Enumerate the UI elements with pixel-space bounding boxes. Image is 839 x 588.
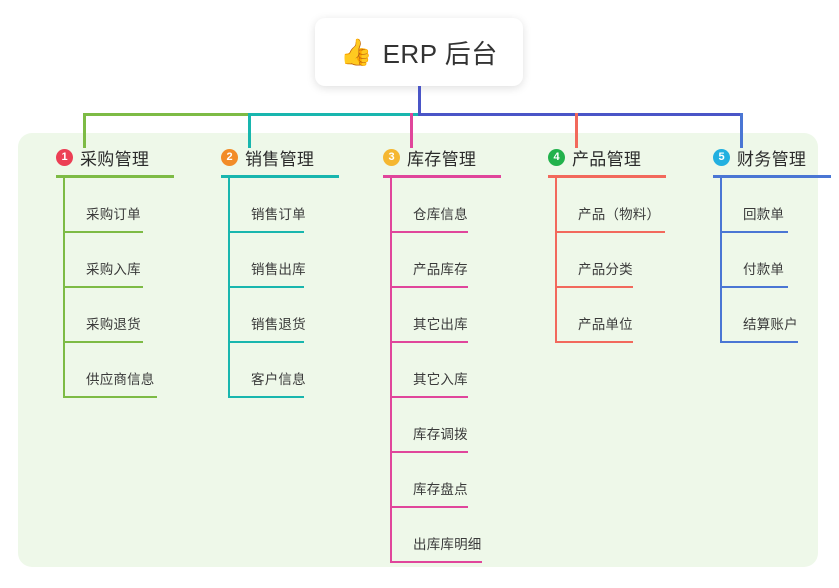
leaf-item-label: 供应商信息: [86, 372, 155, 387]
branch-badge-5: 5: [713, 148, 730, 166]
branch-spine-2: [228, 178, 230, 398]
branch-title-label: 库存管理: [407, 149, 477, 169]
leaf-underline: [720, 231, 788, 233]
branch-title-label: 财务管理: [737, 149, 807, 169]
leaf-underline: [63, 396, 157, 398]
branch-title-label: 销售管理: [245, 149, 315, 169]
leaf-underline: [555, 286, 633, 288]
leaf-underline: [390, 506, 468, 508]
branch-underline-3: [383, 175, 501, 178]
leaf-underline: [63, 286, 143, 288]
leaf-underline: [228, 341, 304, 343]
root-node[interactable]: 👍 ERP 后台: [315, 18, 523, 86]
leaf-item-label: 采购退货: [86, 317, 141, 332]
root-stem-connector: [418, 86, 421, 116]
leaf-item-label: 销售退货: [251, 317, 306, 332]
branch-header-5[interactable]: 5 财务管理: [693, 144, 806, 170]
branch-spine-3: [390, 178, 392, 563]
branch-spine-4: [555, 178, 557, 343]
branch-header-1[interactable]: 1 采购管理: [36, 144, 149, 170]
leaf-underline: [390, 341, 468, 343]
leaf-underline: [390, 231, 468, 233]
leaf-underline: [720, 286, 788, 288]
branch-column-5: 5 财务管理回款单付款单结算账户: [693, 144, 831, 343]
leaf-underline: [390, 451, 468, 453]
root-node-label: ERP 后台: [382, 38, 498, 69]
branch-column-4: 4 产品管理产品（物料） 产品分类产品单位: [528, 144, 666, 343]
leaf-item-label: 销售订单: [251, 207, 306, 222]
branch-badge-1: 1: [56, 148, 73, 166]
trunk-segment-left: [83, 113, 248, 116]
leaf-item-label: 其它入库: [413, 372, 468, 387]
branch-badge-2: 2: [221, 148, 238, 166]
leaf-item-label: 销售出库: [251, 262, 306, 277]
leaf-item-label: 采购入库: [86, 262, 141, 277]
leaf-item-label: 库存盘点: [413, 482, 468, 497]
branch-column-1: 1 采购管理采购订单采购入库采购退货供应商信息: [36, 144, 174, 398]
branch-underline-2: [221, 175, 339, 178]
leaf-item-label: 库存调拨: [413, 427, 468, 442]
branch-drop-connector-2: [248, 113, 251, 148]
branch-title-label: 采购管理: [80, 149, 150, 169]
branch-underline-4: [548, 175, 666, 178]
branch-badge-3: 3: [383, 148, 400, 166]
thumbs-up-icon: 👍: [340, 37, 373, 67]
leaf-item-label: 采购订单: [86, 207, 141, 222]
leaf-underline: [228, 396, 304, 398]
leaf-item-label: 结算账户: [743, 317, 798, 332]
branch-underline-5: [713, 175, 831, 178]
trunk-segment-right: [418, 113, 743, 116]
leaf-underline: [63, 341, 143, 343]
leaf-item-label: 客户信息: [251, 372, 306, 387]
branch-underline-1: [56, 175, 174, 178]
leaf-item-label: 产品分类: [578, 262, 633, 277]
branch-badge-4: 4: [548, 148, 565, 166]
leaf-item-label: 产品库存: [413, 262, 468, 277]
leaf-item-label: 其它出库: [413, 317, 468, 332]
branch-drop-connector-5: [740, 113, 743, 148]
branch-drop-connector-3: [410, 113, 413, 148]
leaf-underline: [720, 341, 798, 343]
branch-drop-connector-4: [575, 113, 578, 148]
leaf-underline: [390, 396, 468, 398]
leaf-underline: [555, 341, 633, 343]
branch-header-3[interactable]: 3 库存管理: [363, 144, 476, 170]
leaf-item-label: 付款单: [743, 262, 785, 277]
leaf-item-label: 产品（物料）: [578, 207, 661, 222]
branch-column-2: 2 销售管理销售订单销售出库销售退货客户信息: [201, 144, 339, 398]
diagram-canvas-panel: [18, 133, 818, 567]
leaf-item-label: 仓库信息: [413, 207, 468, 222]
branch-header-4[interactable]: 4 产品管理: [528, 144, 641, 170]
leaf-underline: [63, 231, 143, 233]
leaf-item-label: 回款单: [743, 207, 785, 222]
branch-spine-5: [720, 178, 722, 343]
branch-column-3: 3 库存管理仓库信息产品库存其它出库其它入库库存调拨库存盘点出库库明细: [363, 144, 501, 563]
leaf-item-label: 产品单位: [578, 317, 633, 332]
branch-spine-1: [63, 178, 65, 398]
leaf-underline: [228, 231, 304, 233]
branch-header-2[interactable]: 2 销售管理: [201, 144, 314, 170]
leaf-underline: [555, 231, 665, 233]
leaf-underline: [228, 286, 304, 288]
branch-title-label: 产品管理: [572, 149, 642, 169]
leaf-item-label: 出库库明细: [413, 537, 482, 552]
branch-drop-connector-1: [83, 113, 86, 148]
leaf-underline: [390, 561, 482, 563]
trunk-segment-mid: [248, 113, 418, 116]
leaf-underline: [390, 286, 468, 288]
